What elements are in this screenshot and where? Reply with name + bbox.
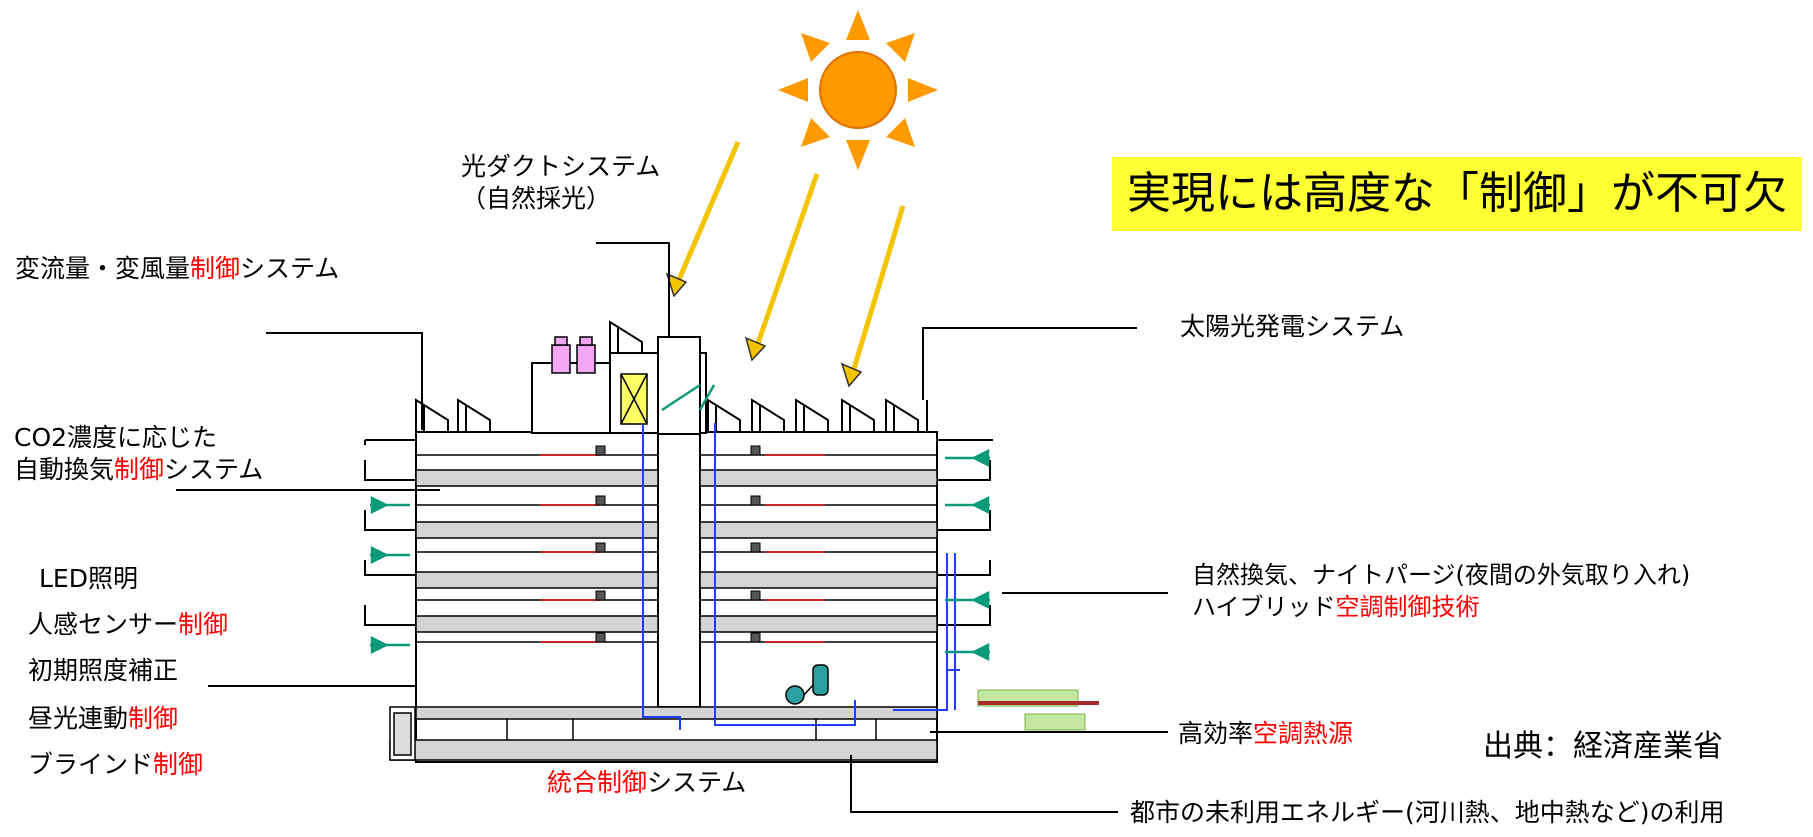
daylight-label: 昼光連動制御	[28, 704, 179, 733]
sun-icon	[778, 10, 938, 170]
vav-control-label: 変流量・変風量制御システム	[15, 254, 340, 283]
water-pipes	[642, 423, 960, 730]
co2-vent-label: CO2濃度に応じた 自動換気制御システム	[14, 423, 264, 484]
leader-lines	[176, 242, 1168, 813]
blind-label: ブラインド制御	[28, 750, 204, 779]
basement	[389, 706, 877, 761]
floor-slabs	[389, 469, 938, 761]
initial-illuminance-label: 初期照度補正	[28, 656, 179, 685]
vent-arrow-icon	[370, 383, 990, 662]
heat-source-label: 高効率空調熱源	[1178, 719, 1354, 748]
sensor-label: 人感センサー制御	[28, 610, 229, 639]
ground-pads	[977, 689, 1099, 731]
solar-panel-icon	[415, 320, 928, 432]
ac-boxes	[595, 445, 761, 643]
source-credit: 出典：経済産業省	[1483, 729, 1723, 764]
pv-system-label: 太陽光発電システム	[1180, 312, 1405, 341]
control-essential-banner: 実現には高度な「制御」が不可欠	[1112, 157, 1802, 231]
sun-rays	[675, 141, 906, 373]
unused-energy-label: 都市の未利用エネルギー(河川熱、地中熱など)の利用	[1130, 798, 1725, 827]
led-label: LED照明	[39, 564, 138, 593]
heat-exchanger-icon	[620, 373, 648, 425]
ray-arrowheads	[665, 272, 863, 388]
ac-units	[540, 454, 825, 643]
rooftop-tanks	[551, 336, 596, 374]
light-duct-label: 光ダクトシステム （自然採光）	[461, 152, 661, 213]
natural-vent-label: 自然換気、ナイトパージ(夜間の外気取り入れ) ハイブリッド空調制御技術	[1192, 561, 1691, 621]
integrated-control-label: 統合制御システム	[547, 768, 747, 797]
pump-icon	[785, 664, 829, 705]
